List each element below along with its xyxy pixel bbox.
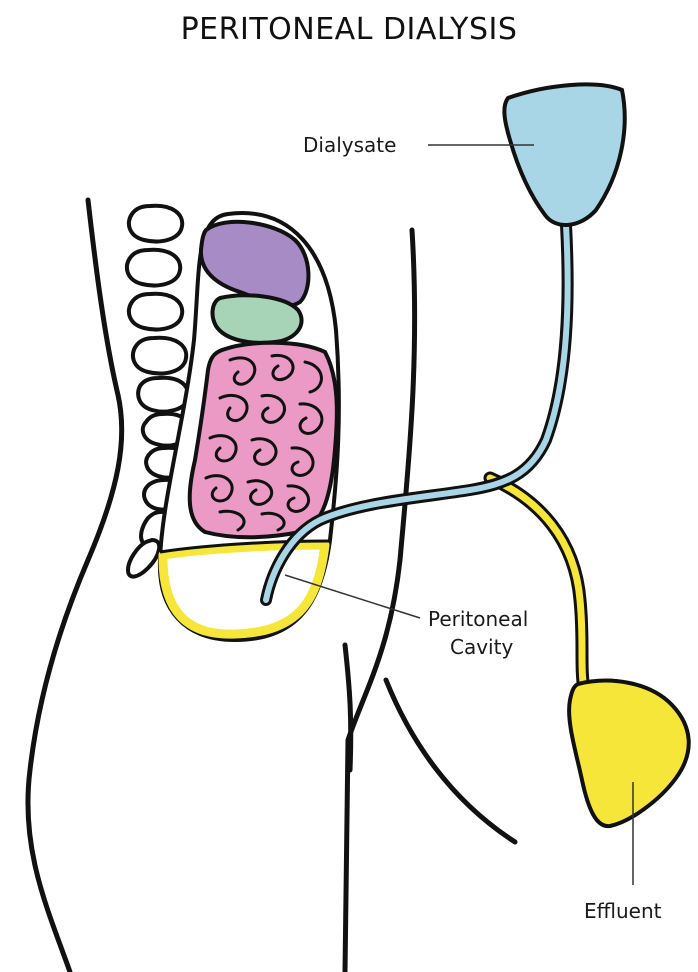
vertebra: [133, 338, 186, 374]
dialysate-label: Dialysate: [303, 133, 396, 157]
vertebra: [129, 206, 182, 242]
dialysate-bag: [504, 84, 624, 225]
peritoneal-cavity-label-line1: Peritoneal: [428, 607, 528, 631]
intestines: [190, 343, 337, 538]
vertebra: [129, 294, 182, 330]
vertebra: [138, 378, 188, 412]
peritoneal-cavity-label-line2: Cavity: [450, 635, 513, 659]
vertebra: [127, 250, 180, 286]
back-line: [28, 200, 122, 972]
front-line: [345, 230, 415, 972]
effluent-bag: [569, 681, 689, 826]
peritoneal-cavity-fluid: [163, 545, 325, 634]
stomach: [213, 295, 302, 343]
vertebra: [128, 540, 159, 577]
inner-leg-line: [386, 680, 515, 842]
effluent-label: Effluent: [584, 899, 662, 923]
